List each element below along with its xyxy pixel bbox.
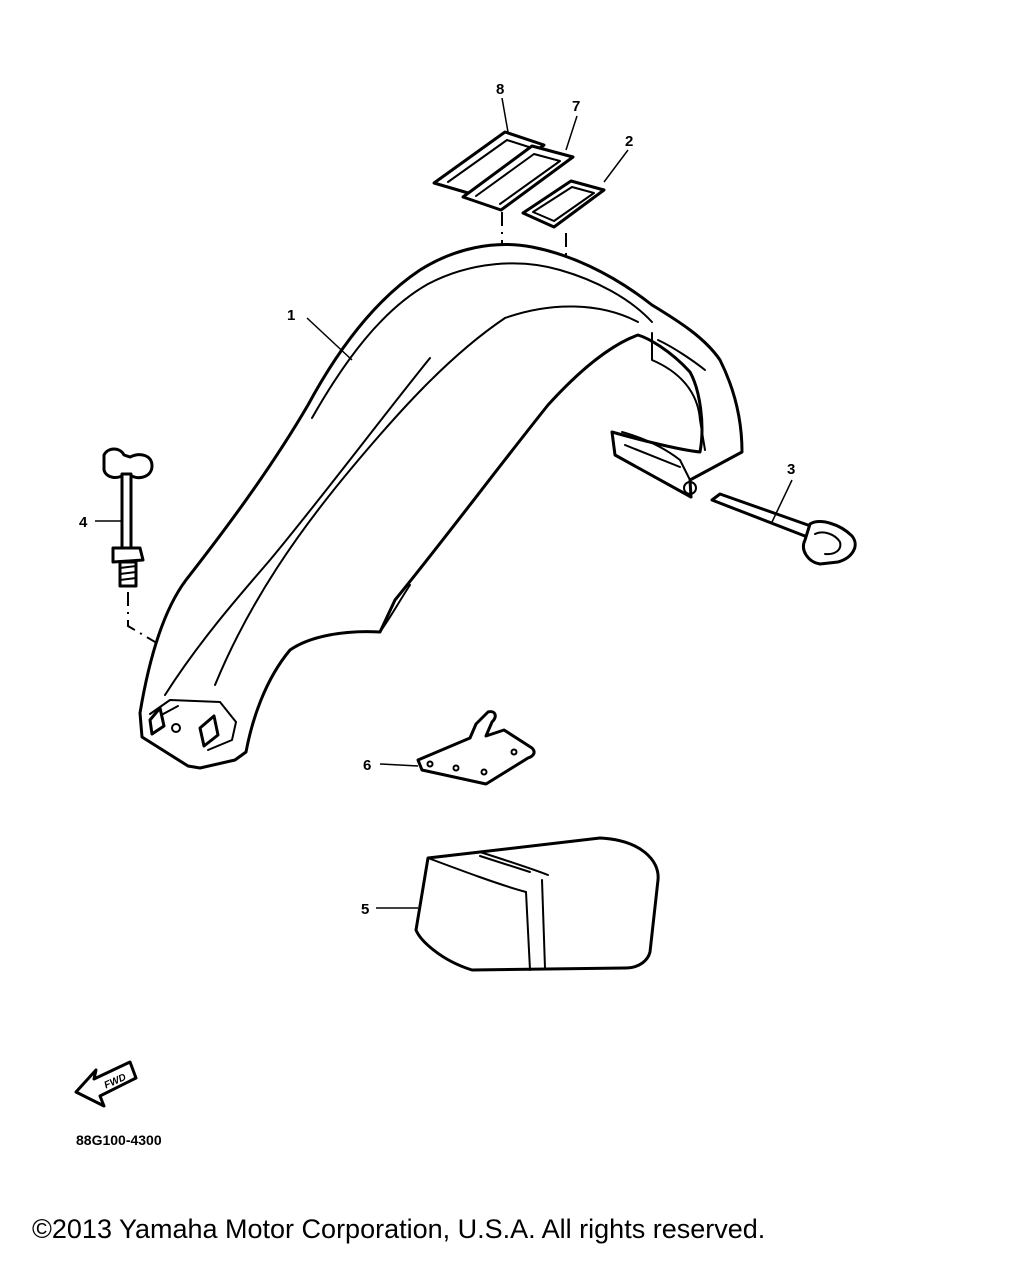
leader-1 (306, 317, 353, 361)
leader-8 (501, 97, 509, 133)
leader-2 (603, 149, 629, 183)
callout-4: 4 (79, 514, 88, 531)
callout-5: 5 (361, 901, 369, 918)
callout-2: 2 (625, 133, 633, 150)
part-6-bracket (416, 710, 536, 786)
part-1-fender (138, 243, 744, 770)
diagram-code: 88G100-4300 (76, 1132, 162, 1148)
part-7-decal (461, 144, 575, 212)
part-3-rod (710, 492, 857, 566)
callout-7: 7 (572, 98, 580, 115)
callout-1: 1 (287, 307, 295, 324)
fwd-arrow-icon: FWD (74, 1060, 138, 1108)
callout-8: 8 (496, 81, 504, 98)
part-5-box (414, 836, 660, 972)
callout-6: 6 (363, 757, 371, 774)
copyright-notice: ©2013 Yamaha Motor Corporation, U.S.A. A… (32, 1214, 766, 1244)
part-4-bolt (102, 447, 154, 588)
callout-3: 3 (787, 461, 795, 478)
leader-7 (565, 115, 578, 151)
leader-3 (771, 479, 793, 523)
leader-6 (379, 763, 419, 767)
part-2-label (521, 179, 606, 229)
